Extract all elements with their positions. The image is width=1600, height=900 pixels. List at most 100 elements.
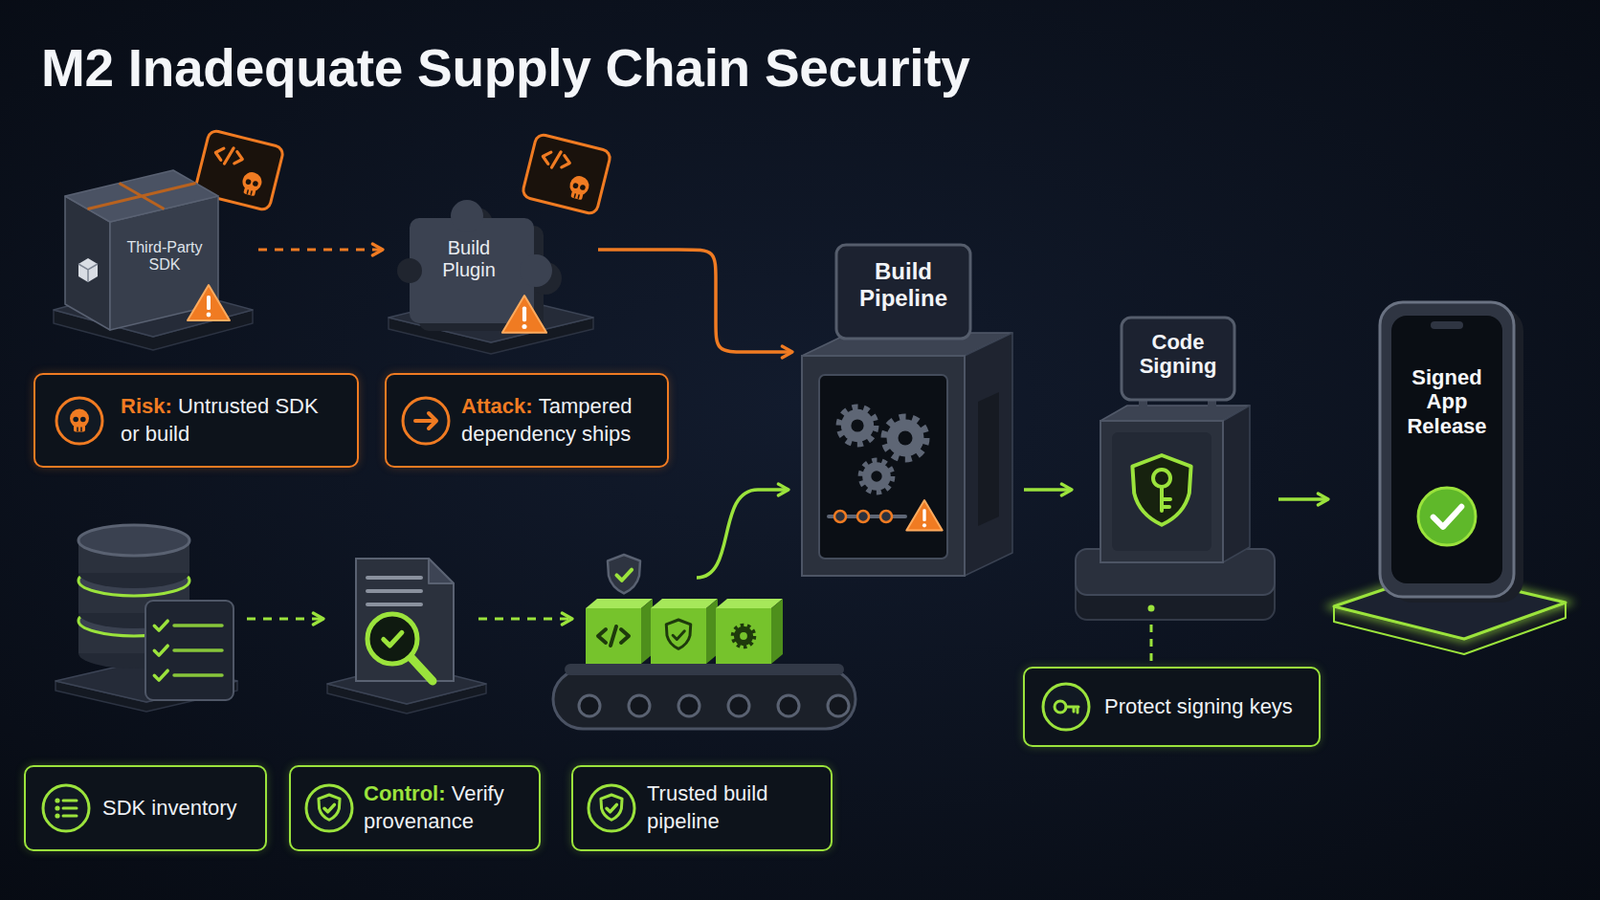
- art-circle: [862, 462, 891, 491]
- art-polygon: [65, 170, 219, 223]
- callout-text: Protect signing keys: [1104, 694, 1293, 719]
- label-block: Build Plugin: [421, 237, 517, 282]
- art-path: [63, 815, 77, 819]
- label-block: Code Signing: [1129, 330, 1227, 379]
- art-circle: [521, 324, 527, 330]
- art-circle: [728, 695, 750, 717]
- art-rect: [585, 608, 642, 665]
- phone-release: Signed App Release: [1328, 298, 1570, 663]
- callout-icon: [584, 781, 639, 836]
- art-path: [606, 804, 617, 812]
- art-polygon: [715, 599, 783, 609]
- callout-body: Protect signing keys: [1104, 693, 1293, 722]
- flow-arrow: [1278, 497, 1329, 502]
- attack-callout: Attack:Tampered dependency ships: [384, 373, 669, 468]
- art-path: [78, 258, 98, 283]
- art-circle: [1054, 701, 1067, 713]
- art-circle: [206, 312, 212, 318]
- art-circle: [870, 470, 882, 482]
- art-rect: [1379, 302, 1514, 598]
- figure-label: Build Plugin: [421, 237, 517, 282]
- art-circle: [1148, 605, 1156, 613]
- art-circle: [367, 614, 418, 665]
- art-path: [77, 426, 82, 432]
- art-path: [63, 800, 77, 803]
- art-circle: [397, 258, 423, 284]
- art-path: [154, 670, 168, 681]
- callout-tag: Control:: [363, 781, 446, 806]
- art-circle: [306, 785, 353, 832]
- art-circle: [54, 805, 60, 811]
- art-circle: [678, 695, 700, 717]
- art-rect: [570, 190, 583, 200]
- callout-body: Trusted build pipeline: [646, 780, 800, 836]
- art-path: [1161, 487, 1171, 512]
- art-g: [521, 133, 612, 215]
- callout-icon: [1039, 680, 1093, 734]
- pipeline-machine: Build Pipeline: [792, 239, 1024, 582]
- art-path: [246, 618, 324, 622]
- art-circle: [887, 420, 925, 458]
- figure-label: Third-Party SDK: [116, 239, 213, 275]
- art-path: [174, 623, 223, 628]
- art-circle: [733, 625, 755, 647]
- art-path: [213, 144, 245, 168]
- art-rect: [206, 295, 211, 311]
- art-path: [1066, 707, 1079, 713]
- art-path: [600, 795, 623, 821]
- art-path: [672, 631, 685, 641]
- art-path: [502, 295, 547, 334]
- art-rect: [73, 424, 86, 433]
- art-path: [906, 500, 942, 531]
- art-path: [154, 645, 168, 656]
- figure-label: Build Pipeline: [844, 258, 963, 312]
- art-path: [428, 558, 454, 584]
- art-path: [88, 183, 197, 210]
- callout-body: Risk:Untrusted SDK or build: [120, 393, 332, 448]
- art-circle: [519, 254, 553, 288]
- art-path: [410, 657, 433, 682]
- callout-body: SDK inventory: [102, 795, 238, 823]
- art-rect: [801, 355, 965, 577]
- art-circle: [1418, 488, 1476, 546]
- callout-icon: [52, 394, 107, 448]
- dashed-connector: [258, 248, 383, 252]
- art-ellipse: [78, 525, 190, 556]
- art-rect: [243, 186, 256, 197]
- callout-tag: Attack:: [461, 394, 534, 419]
- label-block: Signed App Release: [1400, 365, 1493, 439]
- risk-callout: Risk:Untrusted SDK or build: [33, 373, 359, 468]
- art-path: [323, 804, 334, 812]
- art-path: [574, 193, 579, 199]
- art-rect: [564, 664, 845, 676]
- art-path: [598, 626, 629, 646]
- art-path: [246, 189, 252, 195]
- art-circle: [834, 511, 846, 523]
- art-polygon: [771, 599, 783, 665]
- art-circle: [54, 798, 60, 803]
- art-circle: [1153, 469, 1171, 488]
- art-path: [1433, 507, 1463, 528]
- art-circle: [628, 695, 650, 717]
- art-path: [1132, 455, 1191, 526]
- art-circle: [880, 511, 892, 523]
- callout-icon: [39, 781, 93, 836]
- art-path: [540, 148, 572, 172]
- art-path: [696, 489, 789, 578]
- title: M2 Inadequate Supply Chain Security: [41, 42, 971, 95]
- flow-arrow: [598, 249, 793, 353]
- art-circle: [733, 626, 754, 646]
- art-circle: [777, 695, 800, 717]
- art-rect: [409, 218, 534, 324]
- art-path: [415, 413, 437, 429]
- art-circle: [72, 416, 79, 423]
- art-polygon: [1222, 405, 1250, 563]
- art-path: [187, 285, 230, 321]
- art-rect: [1391, 315, 1503, 584]
- art-rect: [1111, 432, 1212, 552]
- art-rect: [145, 600, 234, 701]
- art-circle: [56, 398, 103, 445]
- label-block: Third-Party SDK: [116, 239, 213, 275]
- art-circle: [244, 178, 252, 186]
